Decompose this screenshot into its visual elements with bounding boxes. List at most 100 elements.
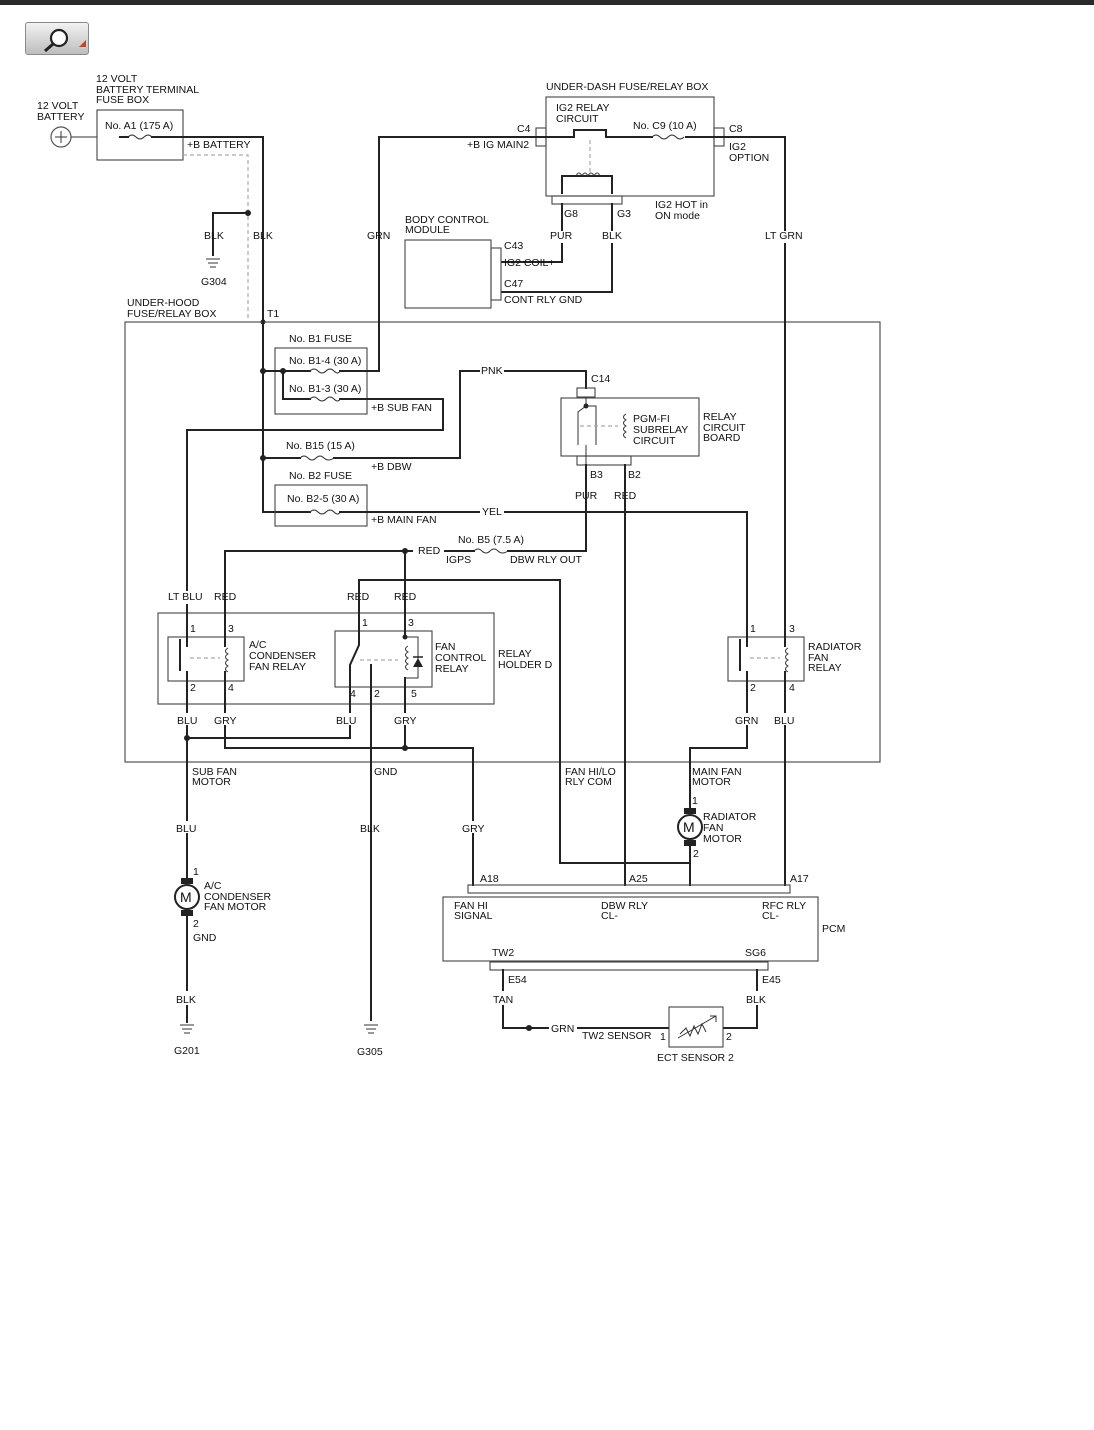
b-dbw-label: +B DBW: [371, 461, 412, 473]
motor-symbol: M: [683, 819, 695, 835]
fuse-b5-icon: [473, 548, 509, 554]
connector-c8-label: C8: [729, 123, 743, 135]
underdash-box-label: UNDER-DASH FUSE/RELAY BOX: [546, 81, 708, 93]
zoom-button[interactable]: [25, 22, 89, 55]
b-battery-label: +B BATTERY: [187, 139, 251, 151]
sub-fan-motor-label: MOTOR: [192, 776, 231, 788]
fan-control-relay-label: FAN: [435, 641, 455, 653]
dbw-rly-cl-label: DBW RLY: [601, 900, 648, 912]
ground-g201-icon: [180, 1024, 194, 1034]
radiator-relay-label: FAN: [808, 652, 828, 664]
wire-color: GRY: [214, 715, 237, 727]
rfc-rly-cl-label: RFC RLY: [762, 900, 806, 912]
pgmfi-label: CIRCUIT: [633, 435, 676, 447]
connector-c14-label: C14: [591, 373, 610, 385]
pin-label: 1: [750, 623, 756, 635]
wire-color: GRN: [735, 715, 758, 727]
dbw-rly-cl-label: CL-: [601, 910, 618, 922]
b1-fuse-label: No. B1 FUSE: [289, 333, 352, 345]
ig2-hot-label: ON mode: [655, 210, 700, 222]
ac-relay-label: FAN RELAY: [249, 661, 306, 673]
connector-b2-label: B2: [628, 469, 641, 481]
wire-color: BLK: [176, 994, 196, 1006]
battery-label: BATTERY: [37, 111, 84, 123]
pin-label: 2: [726, 1031, 732, 1043]
connector-g3-label: G3: [617, 208, 631, 220]
pin-label: 4: [789, 682, 795, 694]
fan-control-relay: [334, 630, 433, 688]
connector-g8-label: G8: [564, 208, 578, 220]
ac-fan-motor-label: CONDENSER: [204, 891, 272, 903]
pin-label: 3: [789, 623, 795, 635]
gnd-label: GND: [374, 766, 398, 778]
ect-sensor-2: [668, 1006, 724, 1048]
bcm-label: MODULE: [405, 224, 450, 236]
pin-label: 3: [408, 617, 414, 629]
pin-label: 2: [193, 918, 199, 930]
b-sub-fan-label: +B SUB FAN: [371, 402, 432, 414]
connector-c43-label: C43: [504, 240, 523, 252]
pin-label: 3: [228, 623, 234, 635]
connector-a18-label: A18: [480, 873, 499, 885]
ig2-relay-label: CIRCUIT: [556, 113, 599, 125]
fuse-c9-icon: [651, 134, 685, 140]
fan-control-relay-label: RELAY: [435, 663, 469, 675]
relay-coil-icon: [785, 647, 789, 673]
wire-color: BLU: [176, 823, 196, 835]
pin-label: 1: [193, 866, 199, 878]
radiator-fan-motor-icon: [677, 814, 703, 840]
tw2-label: TW2: [492, 947, 514, 959]
radiator-relay-label: RELAY: [808, 662, 842, 674]
battery-fuse-box-label: BATTERY TERMINAL: [96, 84, 199, 96]
sub-fan-motor-label: SUB FAN: [192, 766, 237, 778]
pin-label: 4: [350, 688, 356, 700]
radiator-fan-relay: [727, 636, 805, 682]
ground-label: G201: [174, 1045, 200, 1057]
b2-fuse-label: No. B2 FUSE: [289, 470, 352, 482]
ac-relay-label: A/C: [249, 639, 267, 651]
dbw-rly-out-label: DBW RLY OUT: [510, 554, 583, 566]
rfc-rly-cl-label: CL-: [762, 910, 779, 922]
battery-fuse-box-label: 12 VOLT: [96, 73, 138, 85]
connector-a25-label: A25: [629, 873, 648, 885]
connector-c4-label: C4: [517, 123, 531, 135]
wire-color: GRN: [367, 230, 390, 242]
fuse-b15-icon: [299, 455, 335, 461]
ac-fan-motor-label: A/C: [204, 880, 222, 892]
ac-condenser-fan-relay: [167, 636, 245, 682]
relay-holder-label: HOLDER D: [498, 659, 553, 671]
relay-holder-d: [157, 612, 495, 705]
fan-hilo-label: RLY COM: [565, 776, 612, 788]
fuse-b1-4-icon: [309, 368, 341, 374]
main-fan-motor-label: MAIN FAN: [692, 766, 742, 778]
igps-label: IGPS: [446, 554, 471, 566]
fuse-c9-label: No. C9 (10 A): [633, 120, 697, 132]
fan-hi-signal-label: SIGNAL: [454, 910, 493, 922]
fuse-b5-label: No. B5 (7.5 A): [458, 534, 524, 546]
ground-g305-icon: [364, 1024, 378, 1034]
ig2-coil-label: IG2 COIL+: [504, 257, 554, 269]
b1-fuse-block: [274, 347, 368, 415]
wire-color: TAN: [493, 994, 513, 1006]
ect-sensor-label: ECT SENSOR 2: [657, 1052, 734, 1064]
pin-label: 2: [374, 688, 380, 700]
terminal-t1-label: T1: [267, 308, 279, 320]
relay-board-label: RELAY: [703, 411, 737, 423]
ac-fan-motor-label: FAN MOTOR: [204, 901, 267, 913]
fuse-b1-4-label: No. B1-4 (30 A): [289, 355, 361, 367]
pin-label: 1: [190, 623, 196, 635]
b-ig-main2-label: +B IG MAIN2: [467, 139, 529, 151]
ig2-option-label: OPTION: [729, 152, 769, 164]
wire-color: GRN: [551, 1023, 574, 1035]
fuse-b15-label: No. B15 (15 A): [286, 440, 355, 452]
wire-color: LT GRN: [765, 230, 803, 242]
wire-color: BLU: [336, 715, 356, 727]
underhood-fuse-relay-box: [124, 321, 881, 763]
battery: 12 VOLT BATTERY: [37, 100, 84, 148]
connector-a17-label: A17: [790, 873, 809, 885]
wire-color: BLU: [774, 715, 794, 727]
sg6-label: SG6: [745, 947, 766, 959]
wire-color: RED: [394, 591, 417, 603]
relay-board-label: BOARD: [703, 432, 741, 444]
pin-label: 5: [411, 688, 417, 700]
